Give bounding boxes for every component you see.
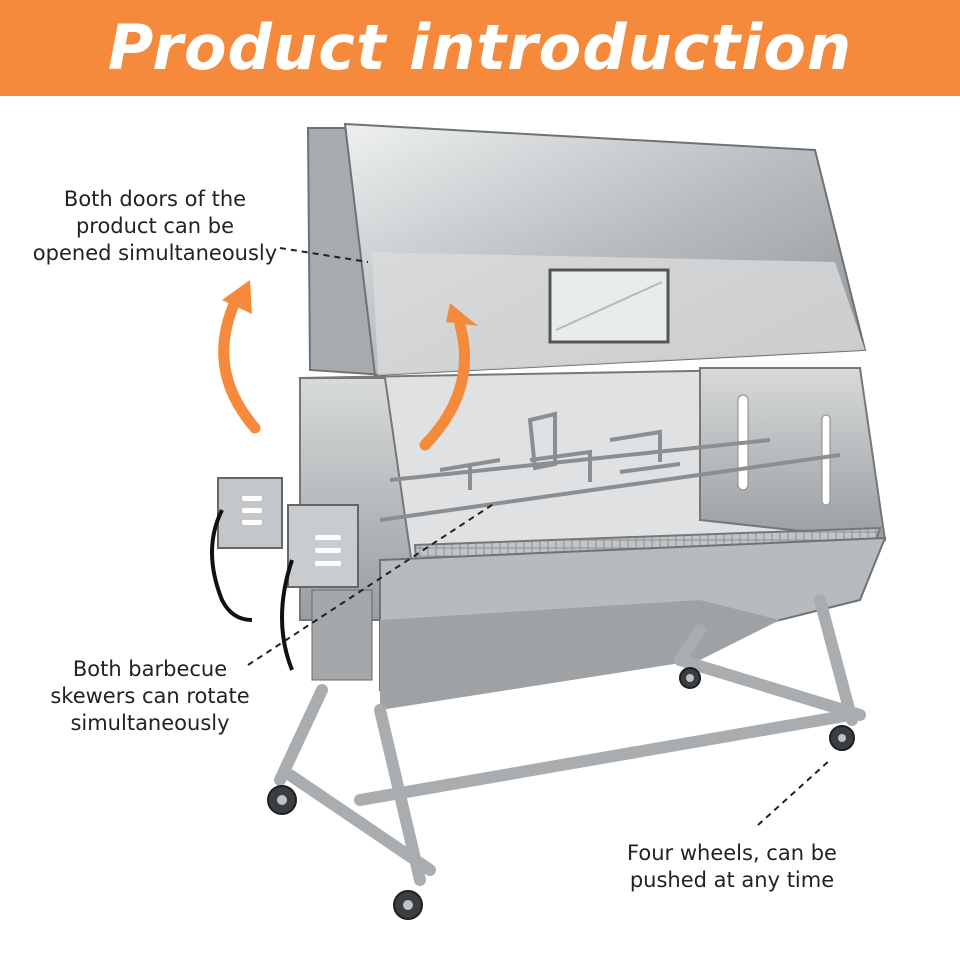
wheels-leader-line: [757, 759, 831, 826]
wheels-annotation-line-2: pushed at any time: [629, 868, 835, 892]
skewers-annotation-line-1: Both barbecue: [72, 657, 228, 681]
doors-annotation-line-1: Both doors of the: [63, 187, 247, 211]
curved-up-arrow-icon: [218, 296, 471, 451]
product-image: [210, 122, 887, 920]
arrow-heads: [222, 280, 478, 326]
doors-leader-line: [279, 247, 369, 263]
doors-annotation: Both doors of the product can be opened …: [30, 186, 280, 267]
motor-right: [287, 504, 359, 588]
doors-annotation-line-2: product can be: [75, 214, 235, 238]
skewers-leader-line: [247, 502, 496, 666]
motor-left: [217, 477, 283, 549]
frame: [274, 594, 866, 886]
skewers: [379, 411, 841, 522]
skewers-annotation-line-2: skewers can rotate: [50, 684, 250, 708]
wheels-annotation: Four wheels, can be pushed at any time: [612, 840, 852, 894]
header-banner: [0, 0, 960, 96]
right-side-panel: [699, 367, 887, 542]
page-title: Product introduction: [107, 11, 853, 84]
wheels-annotation-line-1: Four wheels, can be: [627, 841, 837, 865]
skewers-annotation-line-3: simultaneously: [70, 711, 230, 735]
doors-annotation-line-3: opened simultaneously: [32, 241, 278, 265]
skewers-annotation: Both barbecue skewers can rotate simulta…: [40, 656, 260, 737]
